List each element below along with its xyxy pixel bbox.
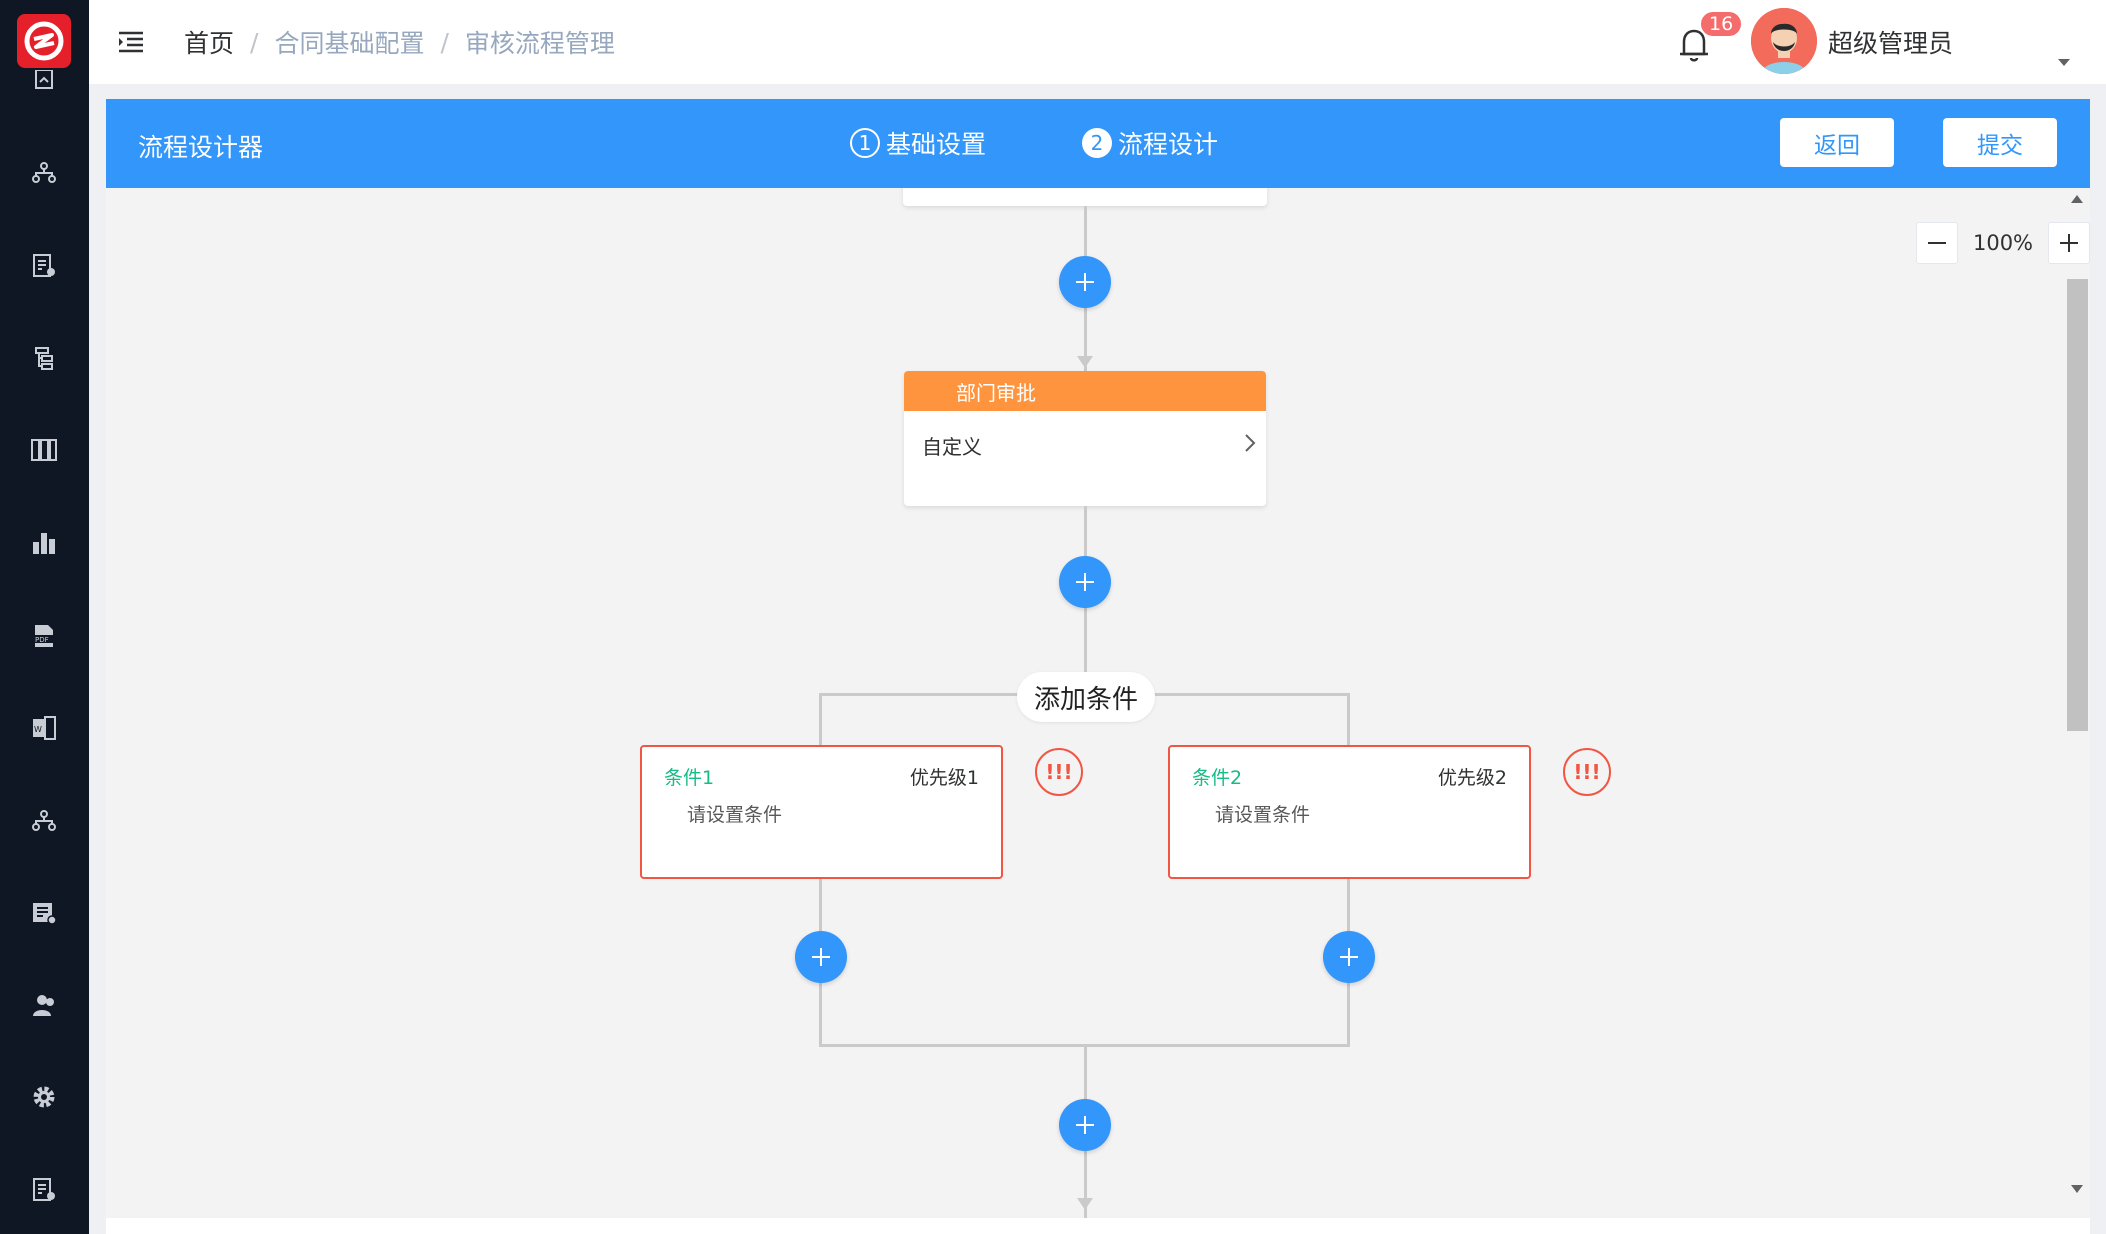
gear-icon[interactable] bbox=[28, 1081, 60, 1113]
step-process-design[interactable]: 2 流程设计 bbox=[1082, 125, 1218, 161]
add-node-button[interactable] bbox=[1323, 931, 1375, 983]
sidebar: PDF W bbox=[0, 0, 89, 1234]
zoom-out-button[interactable] bbox=[1916, 222, 1958, 264]
warning-icon: !!! bbox=[1563, 748, 1611, 796]
designer-toolbar: 流程设计器 1 基础设置 2 流程设计 返回 提交 bbox=[106, 99, 2090, 188]
app-logo[interactable] bbox=[17, 14, 71, 68]
condition-title: 条件1 bbox=[664, 767, 715, 789]
add-node-button[interactable] bbox=[1059, 1099, 1111, 1151]
breadcrumb-contract-config[interactable]: 合同基础配置 bbox=[274, 29, 425, 58]
plus-icon bbox=[2060, 234, 2078, 252]
flow-canvas[interactable]: 部门审批 自定义 添加条件 条件1 优先级1 请设置条件 !!! 条件2 优先级… bbox=[106, 188, 2090, 1218]
org-chart-icon[interactable] bbox=[28, 157, 60, 189]
notification-badge: 16 bbox=[1699, 10, 1744, 38]
plus-icon bbox=[1076, 273, 1094, 291]
add-node-button[interactable] bbox=[1059, 256, 1111, 308]
breadcrumb: 首页 / 合同基础配置 / 审核流程管理 bbox=[184, 24, 615, 60]
condition-title: 条件2 bbox=[1192, 767, 1243, 789]
bar-chart-icon[interactable] bbox=[28, 527, 60, 559]
logo-icon bbox=[24, 21, 64, 61]
scroll-up-arrow[interactable] bbox=[2071, 195, 2083, 203]
plus-icon bbox=[812, 948, 830, 966]
condition-content: 请设置条件 bbox=[1215, 804, 1311, 826]
dashboard-icon[interactable] bbox=[28, 70, 60, 94]
step-number: 1 bbox=[850, 128, 880, 158]
org-chart-icon[interactable] bbox=[28, 805, 60, 837]
word-file-icon[interactable]: W bbox=[28, 712, 60, 744]
add-node-button[interactable] bbox=[795, 931, 847, 983]
plus-icon bbox=[1340, 948, 1358, 966]
zoom-level: 100% bbox=[1972, 231, 2034, 255]
condition-node-2[interactable]: 条件2 优先级2 请设置条件 bbox=[1168, 745, 1531, 879]
branch-line bbox=[1347, 693, 1350, 745]
zoom-control: 100% bbox=[1916, 222, 2090, 264]
template-icon[interactable] bbox=[28, 897, 60, 929]
condition-node-1[interactable]: 条件1 优先级1 请设置条件 bbox=[640, 745, 1003, 879]
svg-text:PDF: PDF bbox=[35, 636, 49, 644]
arrow-down-icon bbox=[1077, 1198, 1093, 1210]
warning-icon: !!! bbox=[1035, 748, 1083, 796]
branch-line bbox=[819, 693, 822, 745]
designer-title: 流程设计器 bbox=[138, 133, 264, 162]
chevron-right-icon bbox=[1245, 434, 1256, 452]
condition-priority: 优先级2 bbox=[1437, 767, 1507, 789]
step-number: 2 bbox=[1082, 128, 1112, 158]
node-content: 自定义 bbox=[922, 435, 982, 459]
tree-icon[interactable] bbox=[28, 342, 60, 374]
step-label: 流程设计 bbox=[1118, 130, 1219, 159]
svg-text:W: W bbox=[34, 725, 42, 734]
approval-node[interactable]: 部门审批 自定义 bbox=[904, 371, 1266, 506]
zoom-in-button[interactable] bbox=[2048, 222, 2090, 264]
caret-down-icon[interactable] bbox=[2057, 53, 2071, 66]
document-list-icon[interactable] bbox=[28, 1174, 60, 1206]
horizontal-scrollbar[interactable] bbox=[106, 1218, 2090, 1234]
breadcrumb-home[interactable]: 首页 bbox=[184, 29, 235, 58]
columns-icon[interactable] bbox=[28, 434, 60, 466]
arrow-down-icon bbox=[1077, 356, 1093, 368]
scroll-down-arrow[interactable] bbox=[2071, 1185, 2083, 1193]
minus-icon bbox=[1928, 242, 1946, 244]
contract-doc-icon[interactable] bbox=[28, 250, 60, 282]
step-basic-settings[interactable]: 1 基础设置 bbox=[850, 125, 986, 161]
menu-toggle-icon[interactable] bbox=[115, 26, 147, 58]
condition-content: 请设置条件 bbox=[687, 804, 783, 826]
breadcrumb-approval-process[interactable]: 审核流程管理 bbox=[464, 29, 615, 58]
back-button[interactable]: 返回 bbox=[1780, 118, 1894, 167]
step-label: 基础设置 bbox=[886, 130, 987, 159]
notification-bell-icon[interactable] bbox=[1672, 22, 1716, 66]
users-icon[interactable] bbox=[28, 989, 60, 1021]
submit-button[interactable]: 提交 bbox=[1943, 118, 2057, 167]
condition-priority: 优先级1 bbox=[909, 767, 979, 789]
plus-icon bbox=[1076, 1116, 1094, 1134]
previous-node[interactable] bbox=[903, 188, 1267, 206]
add-node-button[interactable] bbox=[1059, 556, 1111, 608]
username[interactable]: 超级管理员 bbox=[1828, 29, 1954, 58]
add-condition-button[interactable]: 添加条件 bbox=[1017, 672, 1155, 722]
pdf-icon[interactable]: PDF bbox=[28, 620, 60, 652]
plus-icon bbox=[1076, 573, 1094, 591]
node-title: 部门审批 bbox=[904, 371, 1266, 411]
avatar[interactable] bbox=[1751, 8, 1817, 74]
vertical-scrollbar[interactable] bbox=[2067, 279, 2088, 731]
